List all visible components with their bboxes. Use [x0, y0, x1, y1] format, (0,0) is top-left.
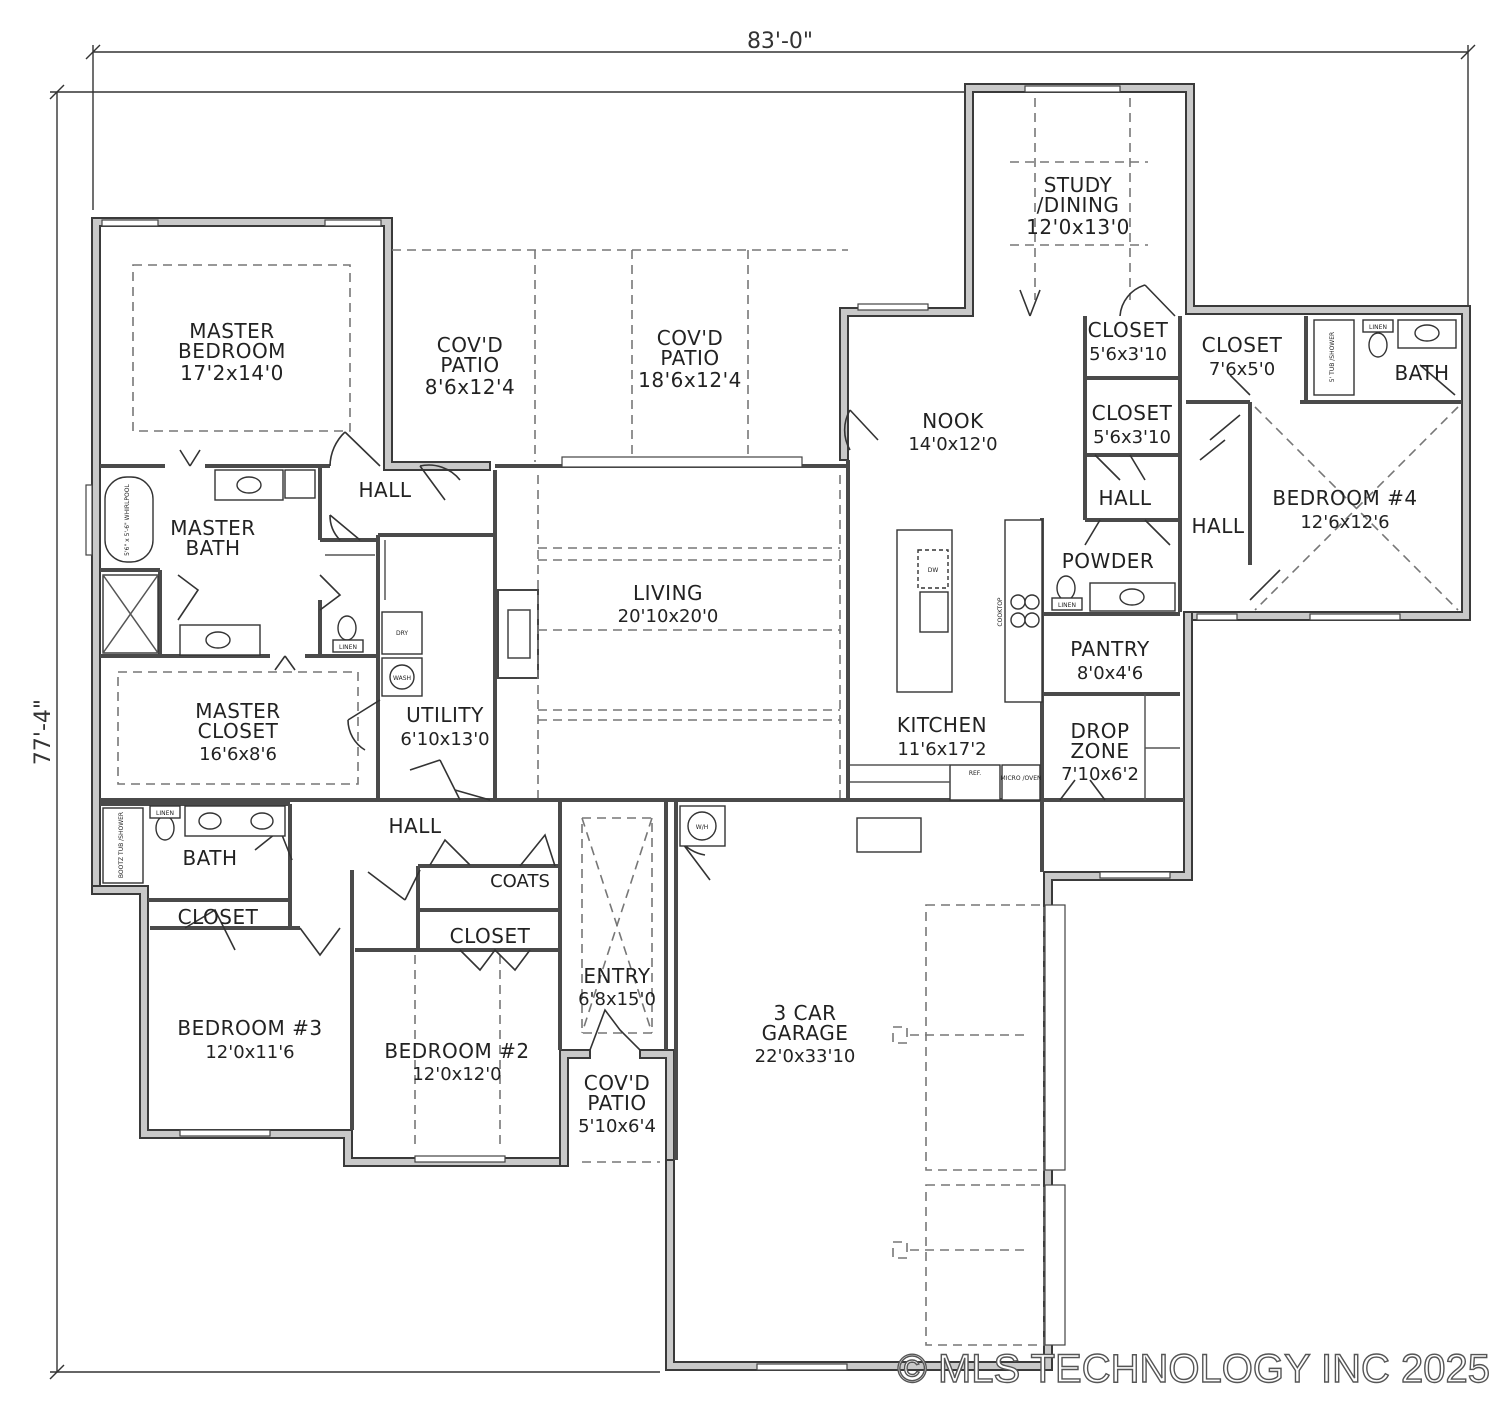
fixtures: 5'6" x 5'-6" WHIRLPOOL LINEN DRY WASH DW… [102, 319, 1457, 884]
study-name2: /DINING [1037, 193, 1120, 217]
garage-size: 22'0x33'10 [755, 1046, 856, 1067]
hall-master-name: HALL [358, 478, 411, 502]
patio-right-size: 18'6x12'4 [638, 368, 742, 392]
cooktop-label: COOKTOP [997, 597, 1004, 626]
master-bedroom-size: 17'2x14'0 [180, 361, 284, 385]
study-size: 12'0x13'0 [1026, 215, 1130, 239]
closet-study-name: CLOSET [1088, 318, 1169, 342]
copyright-watermark: © MLS TECHNOLOGY INC 2025 [897, 1347, 1490, 1391]
linen-label-hall-bath: LINEN [156, 810, 174, 817]
powder-name: POWDER [1062, 549, 1155, 573]
bedroom2-name: BEDROOM #2 [384, 1039, 529, 1063]
hall-nook-name: HALL [1098, 486, 1151, 510]
microwave-label: MICRO /OVEN [1001, 775, 1042, 782]
drop-zone-name1: DROP [1070, 719, 1129, 743]
bath-bed4-name: BATH [1394, 361, 1449, 385]
bootz-tub-label: BOOTZ TUB /SHOWER [118, 812, 125, 878]
pantry-name: PANTRY [1070, 637, 1150, 661]
living-name: LIVING [633, 581, 703, 605]
linen-label-powder: LINEN [1058, 602, 1076, 609]
entry-name: ENTRY [583, 964, 650, 988]
patio-front-name2: PATIO [587, 1091, 646, 1115]
closet-study-size: 5'6x3'10 [1089, 344, 1167, 365]
closet-nook-name: CLOSET [1092, 401, 1173, 425]
water-heater-label: W/H [696, 824, 708, 831]
master-bath-name1: MASTER [170, 516, 255, 540]
kitchen-size: 11'6x17'2 [897, 739, 986, 760]
closet-bed4-size: 7'6x5'0 [1209, 359, 1275, 380]
coats-name: COATS [490, 871, 550, 892]
washer-label: WASH [393, 675, 411, 682]
linen-label-master: LINEN [339, 644, 357, 651]
room-labels: MASTER BEDROOM 17'2x14'0 COV'D PATIO 8'6… [170, 173, 1449, 1137]
hall-bed4-name: HALL [1191, 514, 1244, 538]
interior-walls [100, 316, 1462, 1160]
exterior-walls [91, 83, 1471, 1371]
nook-size: 14'0x12'0 [908, 434, 997, 455]
patio-right-name2: PATIO [660, 346, 719, 370]
patio-left-name2: PATIO [440, 353, 499, 377]
whirlpool-label: 5'6" x 5'-6" WHIRLPOOL [124, 484, 131, 556]
garage-name1: 3 CAR [773, 1001, 836, 1025]
closet-bed3-name: CLOSET [178, 905, 259, 929]
nook-name: NOOK [922, 409, 984, 433]
utility-size: 6'10x13'0 [400, 729, 489, 750]
dishwasher-label: DW [928, 567, 939, 574]
master-bedroom-name2: BEDROOM [178, 339, 286, 363]
bedroom4-size: 12'6x12'6 [1300, 512, 1389, 533]
patio-right-name1: COV'D [657, 326, 723, 350]
kitchen-name: KITCHEN [897, 713, 987, 737]
tub-shower-label: 5' TUB /SHOWER [1329, 332, 1336, 382]
master-closet-size: 16'6x8'6 [199, 744, 277, 765]
width-dimension-label: 83'-0" [747, 29, 813, 54]
drop-zone-size: 7'10x6'2 [1061, 764, 1139, 785]
master-bath-name2: BATH [185, 536, 240, 560]
closet-bed4-name: CLOSET [1202, 333, 1283, 357]
bedroom4-name: BEDROOM #4 [1272, 486, 1417, 510]
refrigerator-label: REF. [969, 770, 981, 777]
bedroom2-size: 12'0x12'0 [412, 1064, 501, 1085]
bedroom3-size: 12'0x11'6 [205, 1042, 294, 1063]
garage-name2: GARAGE [762, 1021, 849, 1045]
patio-front-name1: COV'D [584, 1071, 650, 1095]
bath-hall-name: BATH [182, 846, 237, 870]
dryer-label: DRY [396, 630, 408, 637]
master-bedroom-name1: MASTER [189, 319, 274, 343]
bedroom3-name: BEDROOM #3 [177, 1016, 322, 1040]
linen-label-bed4: LINEN [1369, 324, 1387, 331]
closet-nook-size: 5'6x3'10 [1093, 427, 1171, 448]
depth-dimension-label: 77'-4" [31, 699, 56, 765]
drop-zone-name2: ZONE [1070, 739, 1129, 763]
patio-left-size: 8'6x12'4 [425, 375, 515, 399]
patio-front-size: 5'10x6'4 [578, 1116, 656, 1137]
dimension-lines [49, 44, 1476, 1380]
hall-bath-name: HALL [388, 814, 441, 838]
closet-bed2-name: CLOSET [450, 924, 531, 948]
utility-name: UTILITY [406, 703, 484, 727]
master-closet-name1: MASTER [195, 699, 280, 723]
master-closet-name2: CLOSET [198, 719, 279, 743]
living-size: 20'10x20'0 [618, 606, 719, 627]
ceiling-lines [117, 98, 1459, 1346]
patio-left-name1: COV'D [437, 333, 503, 357]
windows [85, 85, 1401, 1371]
study-name1: STUDY [1044, 173, 1113, 197]
door-swings [177, 284, 1456, 1051]
pantry-size: 8'0x4'6 [1077, 663, 1143, 684]
entry-size: 6'8x15'0 [578, 989, 656, 1010]
